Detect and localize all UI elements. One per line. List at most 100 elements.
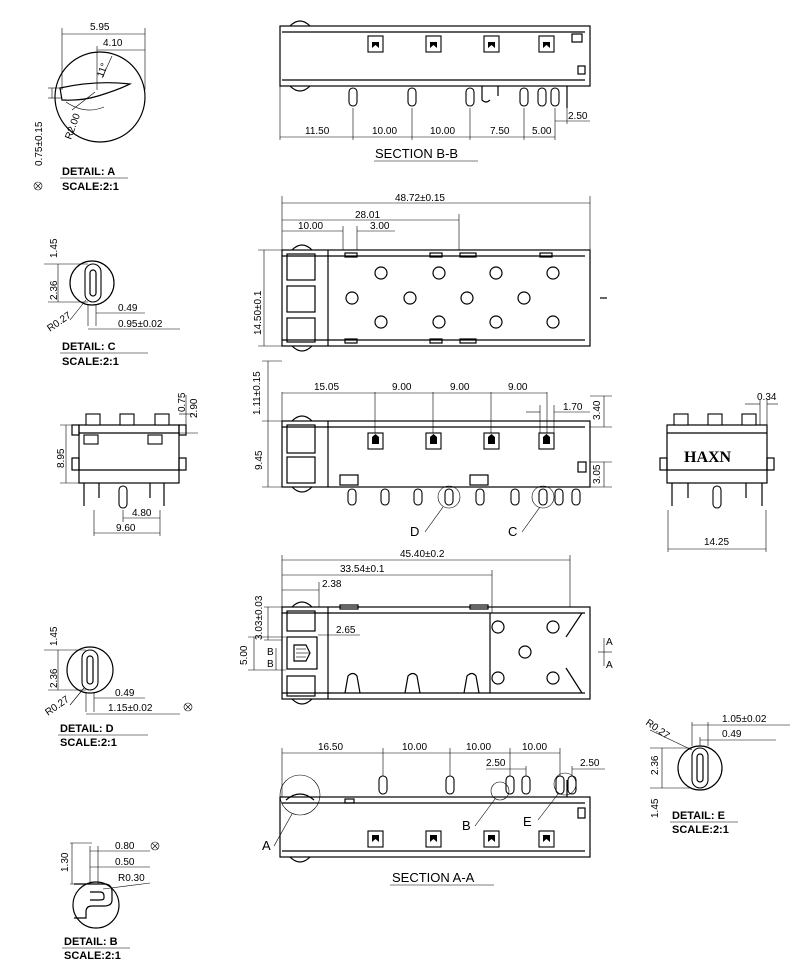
detail-e-scale: SCALE:2:1 (672, 824, 729, 836)
section-bb-dim-2: 10.00 (372, 126, 397, 137)
detail-e-title: DETAIL: E (672, 810, 725, 822)
front-view-dim-pin: 4.80 (132, 508, 152, 519)
section-bb-dim-6: 2.50 (568, 111, 588, 122)
detail-c-dim-radius: R0.27 (45, 310, 74, 335)
section-aa-body (279, 796, 591, 858)
section-aa-dim-4: 10.00 (522, 742, 547, 753)
front-view-dim-tab: 2.90 (189, 398, 200, 418)
front-view-dim-height: 8.95 (56, 448, 67, 468)
detail-e-pin (691, 747, 709, 789)
bottom-view-dim-height: 5.00 (239, 645, 250, 665)
detail-a-dim-angle: 11° (95, 62, 110, 79)
bottom-view-dim-inner: 2.65 (336, 625, 356, 636)
detail-d-critical-mark-icon (183, 702, 193, 712)
detail-a-dim-inner: 4.10 (103, 38, 123, 49)
detail-b-critical-mark-icon (150, 841, 160, 851)
bottom-view-dim-length: 45.40±0.2 (400, 549, 445, 560)
detail-e-dim-bottom: 1.45 (650, 798, 661, 818)
detail-a: 5.95 4.10 11° R2.00 0.75±0.15 DETAIL: A … (33, 22, 146, 193)
detail-a-circle (54, 51, 146, 143)
rear-view-dim-width: 14.25 (704, 537, 729, 548)
detail-e-dim-radius: R0.27 (643, 717, 672, 742)
bottom-view-section-b-lower: B (267, 659, 274, 670)
section-aa-detail-a-circle (279, 774, 321, 816)
side-view-dim-window: 1.70 (563, 402, 583, 413)
front-view-dim-top: 0.75 (177, 392, 188, 412)
section-aa-view: A B E 16.50 10.00 10.00 10.00 2.50 2.50 … (262, 742, 605, 886)
rear-view-logo: HAXN (684, 449, 732, 466)
detail-c-pin (84, 263, 102, 303)
section-aa-title: SECTION A-A (392, 870, 475, 885)
detail-c-circle (69, 260, 115, 306)
bottom-view-section-a-upper: A (606, 637, 613, 648)
side-view-dim-height: 9.45 (254, 450, 265, 470)
detail-c-dim-top: 1.45 (49, 238, 60, 258)
detail-d-pin (81, 649, 99, 691)
section-bb-dim-3: 10.00 (430, 126, 455, 137)
detail-b: 0.80 1.30 0.50 R0.30 DETAIL: B SCALE:2:1 (60, 841, 160, 962)
detail-a-dim-thickness: 0.75±0.15 (34, 121, 45, 166)
bottom-view-body (281, 606, 591, 700)
section-aa-dim-6: 2.50 (580, 758, 600, 769)
section-aa-callout-a: A (262, 838, 271, 853)
detail-a-profile (59, 82, 133, 101)
top-view-dim-first: 10.00 (298, 221, 323, 232)
detail-b-dim-height: 1.30 (60, 852, 71, 872)
top-view-dim-hole: 28.01 (355, 210, 380, 221)
side-view-dim-pitch-3: 9.00 (508, 382, 528, 393)
section-aa-dim-2: 10.00 (402, 742, 427, 753)
detail-d-dim-width: 1.15±0.02 (108, 703, 153, 714)
detail-e: R0.27 1.05±0.02 0.49 2.36 1.45 DETAIL: E… (643, 714, 790, 836)
detail-d-scale: SCALE:2:1 (60, 737, 117, 749)
detail-c-scale: SCALE:2:1 (62, 356, 119, 368)
detail-d-title: DETAIL: D (60, 723, 114, 735)
detail-d-dim-slot: 0.49 (115, 688, 135, 699)
detail-c: 1.45 2.36 0.49 R0.27 0.95±0.02 DETAIL: C… (44, 238, 180, 368)
detail-a-arc (65, 101, 105, 111)
top-view-body (281, 249, 591, 347)
section-bb-body (279, 25, 591, 87)
side-view-dim-pitch-2: 9.00 (450, 382, 470, 393)
detail-a-title: DETAIL: A (62, 166, 115, 178)
side-view-dim-first: 15.05 (314, 382, 339, 393)
section-aa-dim-1: 16.50 (318, 742, 343, 753)
top-view-dim-slot: 3.00 (370, 221, 390, 232)
side-view-dim-offset: 1.11±0.15 (252, 371, 263, 415)
detail-a-dim-width: 5.95 (90, 22, 110, 33)
front-view-dim-width: 9.60 (116, 523, 136, 534)
section-aa-detail-e-circle (553, 772, 577, 796)
section-bb-dim-1: 11.50 (305, 126, 330, 137)
detail-a-scale: SCALE:2:1 (62, 181, 119, 193)
side-view-detail-c-circle (531, 485, 555, 509)
side-view-callout-c: C (508, 524, 517, 539)
bottom-view-dim-offset: 3.03±0.03 (254, 595, 265, 640)
bottom-view-dim-edge: 2.38 (322, 579, 342, 590)
detail-c-dim-width: 0.95±0.02 (118, 319, 163, 330)
section-bb-dim-4: 7.50 (490, 126, 510, 137)
side-view-body (281, 420, 591, 488)
side-view-dim-bottom: 3.05 (592, 464, 603, 484)
section-aa-dim-3: 10.00 (466, 742, 491, 753)
side-view-callout-d: D (410, 524, 419, 539)
bottom-view-section-b-upper: B (267, 647, 274, 658)
side-view-detail-d-circle (437, 485, 461, 509)
detail-b-dim-slot: 0.50 (115, 857, 135, 868)
side-view: D C 1.11±0.15 15.05 9.00 9.00 9.00 1.70 … (252, 360, 612, 539)
top-view-dim-length: 48.72±0.15 (395, 193, 445, 204)
detail-b-scale: SCALE:2:1 (64, 950, 121, 962)
detail-e-dim-height: 2.36 (650, 755, 661, 775)
detail-c-dim-height: 2.36 (49, 280, 60, 300)
detail-a-dim-radius: R2.00 (63, 112, 83, 141)
detail-b-circle (72, 881, 120, 929)
section-aa-callout-e: E (523, 814, 532, 829)
front-view-body (78, 424, 180, 484)
top-view-dim-width: 14.50±0.1 (253, 290, 264, 335)
section-bb-title: SECTION B-B (375, 146, 458, 161)
detail-d-circle (66, 646, 114, 694)
bottom-view-section-a-lower: A (606, 660, 613, 671)
detail-d: 1.45 2.36 0.49 R0.27 1.15±0.02 DETAIL: D… (43, 626, 193, 749)
detail-b-dim-radius: R0.30 (118, 873, 145, 884)
section-aa-detail-b-circle (490, 781, 510, 801)
detail-d-dim-top: 1.45 (49, 626, 60, 646)
